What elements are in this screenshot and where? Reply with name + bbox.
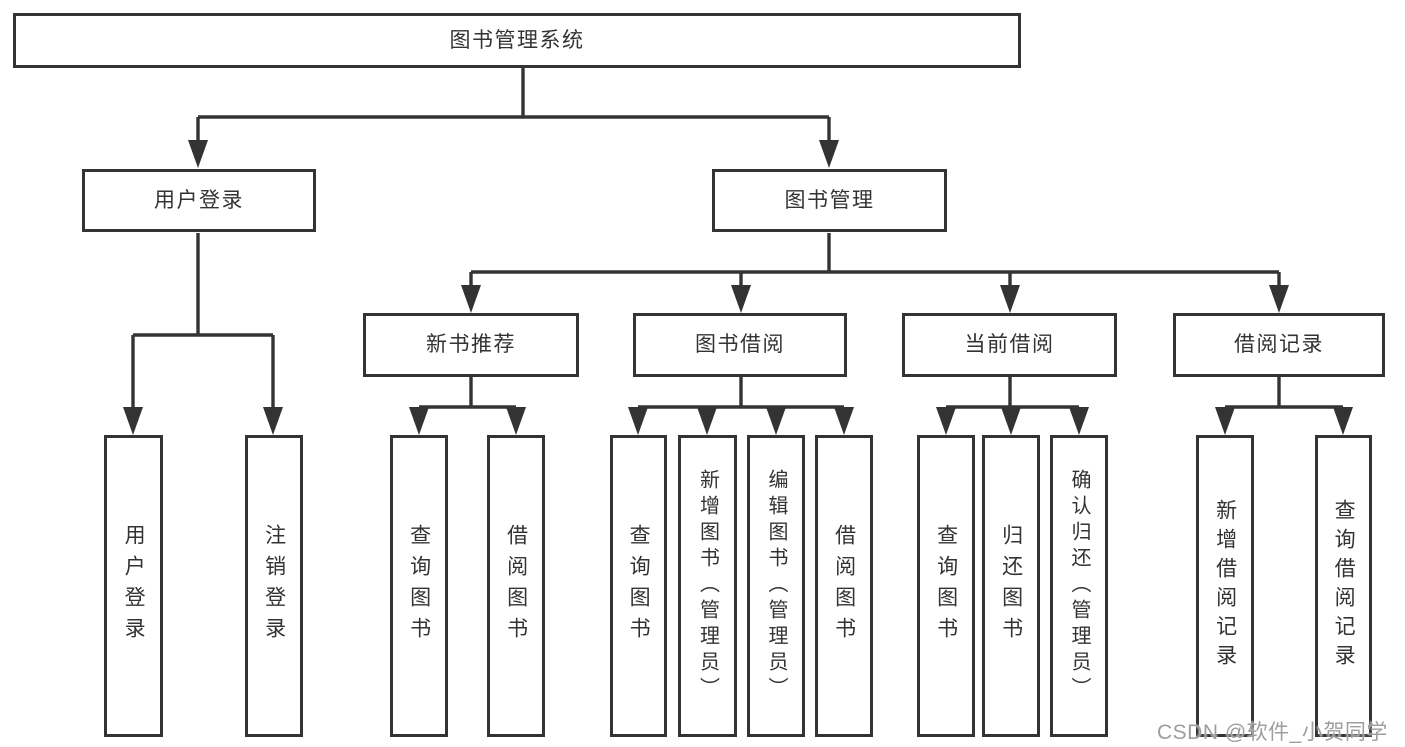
leaf-borrow-books-recommend: 借阅图书 — [487, 435, 545, 737]
node-book-borrowing: 图书借阅 — [633, 313, 847, 377]
leaf-query-borrow-record: 查询借阅记录 — [1315, 435, 1372, 737]
node-borrowing-records: 借阅记录 — [1173, 313, 1385, 377]
leaf-query-books-borrowing: 查询图书 — [610, 435, 667, 737]
leaf-logout: 注销登录 — [245, 435, 303, 737]
arrowhead — [1069, 407, 1089, 435]
leaf-return-books: 归还图书 — [982, 435, 1040, 737]
arrowhead — [409, 407, 429, 435]
arrowhead — [697, 407, 717, 435]
arrowhead — [1333, 407, 1353, 435]
arrowhead — [766, 407, 786, 435]
arrowhead — [1269, 285, 1289, 313]
leaf-query-books-current: 查询图书 — [917, 435, 975, 737]
csdn-watermark: CSDN @软件_小贺同学 — [1157, 721, 1388, 744]
connector-user-login-to-leaves — [123, 233, 283, 435]
leaf-edit-books-admin: 编辑图书（管理员） — [747, 435, 805, 737]
connector-book-mgmt-to-modules — [461, 233, 1289, 313]
node-user-login-branch: 用户登录 — [82, 169, 316, 232]
arrowhead — [731, 285, 751, 313]
leaf-user-login: 用户登录 — [104, 435, 163, 737]
connector-new-book-to-leaves — [409, 377, 526, 435]
node-root-system: 图书管理系统 — [13, 13, 1021, 68]
leaf-add-books-admin: 新增图书（管理员） — [678, 435, 737, 737]
leaf-add-borrow-record: 新增借阅记录 — [1196, 435, 1254, 737]
arrowhead — [1001, 407, 1021, 435]
arrowhead — [461, 285, 481, 313]
connector-root-to-branches — [188, 68, 839, 168]
arrowhead — [188, 140, 208, 168]
arrowhead — [1215, 407, 1235, 435]
arrowhead — [1000, 285, 1020, 313]
node-book-management-branch: 图书管理 — [712, 169, 947, 232]
node-new-book-recommendation: 新书推荐 — [363, 313, 579, 377]
arrowhead — [834, 407, 854, 435]
leaf-borrow-books-borrowing: 借阅图书 — [815, 435, 873, 737]
leaf-query-books-recommend: 查询图书 — [390, 435, 448, 737]
arrowhead — [123, 407, 143, 435]
arrowhead — [819, 140, 839, 168]
connector-book-borrow-to-leaves — [628, 377, 854, 435]
leaf-confirm-return-admin: 确认归还（管理员） — [1050, 435, 1108, 737]
node-current-borrowing: 当前借阅 — [902, 313, 1117, 377]
arrowhead — [936, 407, 956, 435]
arrowhead — [263, 407, 283, 435]
arrowhead — [506, 407, 526, 435]
connector-current-borrow-to-leaves — [936, 377, 1089, 435]
connector-borrow-records-to-leaves — [1215, 377, 1353, 435]
arrowhead — [628, 407, 648, 435]
